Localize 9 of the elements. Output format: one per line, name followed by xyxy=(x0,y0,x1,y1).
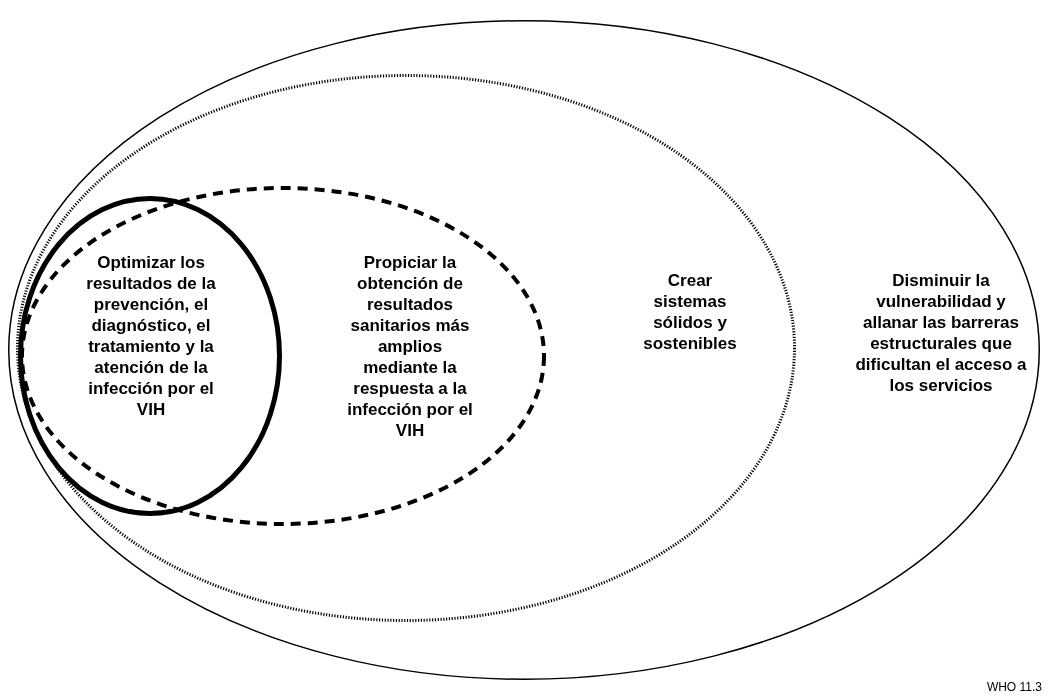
region-text: Disminuir la vulnerabilidad y allanar las barreras estructurales que dificultan el acceso a los servicios xyxy=(854,270,1028,396)
region-text: Propiciar la obtención de resultados sanitarios más amplios mediante la respuesta a la infección por el VIH xyxy=(346,252,474,441)
ellipse-region xyxy=(8,20,1040,680)
region-text: Crear sistemas sólidos y sostenibles xyxy=(642,270,738,354)
ellipse-region xyxy=(20,186,546,526)
ellipse-region xyxy=(16,74,796,622)
figure-number: WHO 11.3 xyxy=(986,680,1042,694)
ellipse-region xyxy=(18,196,282,516)
region-text: Optimizar los resultados de la prevención, el diagnóstico, el tratamiento y la atención de la infección por el VIH xyxy=(85,252,217,420)
